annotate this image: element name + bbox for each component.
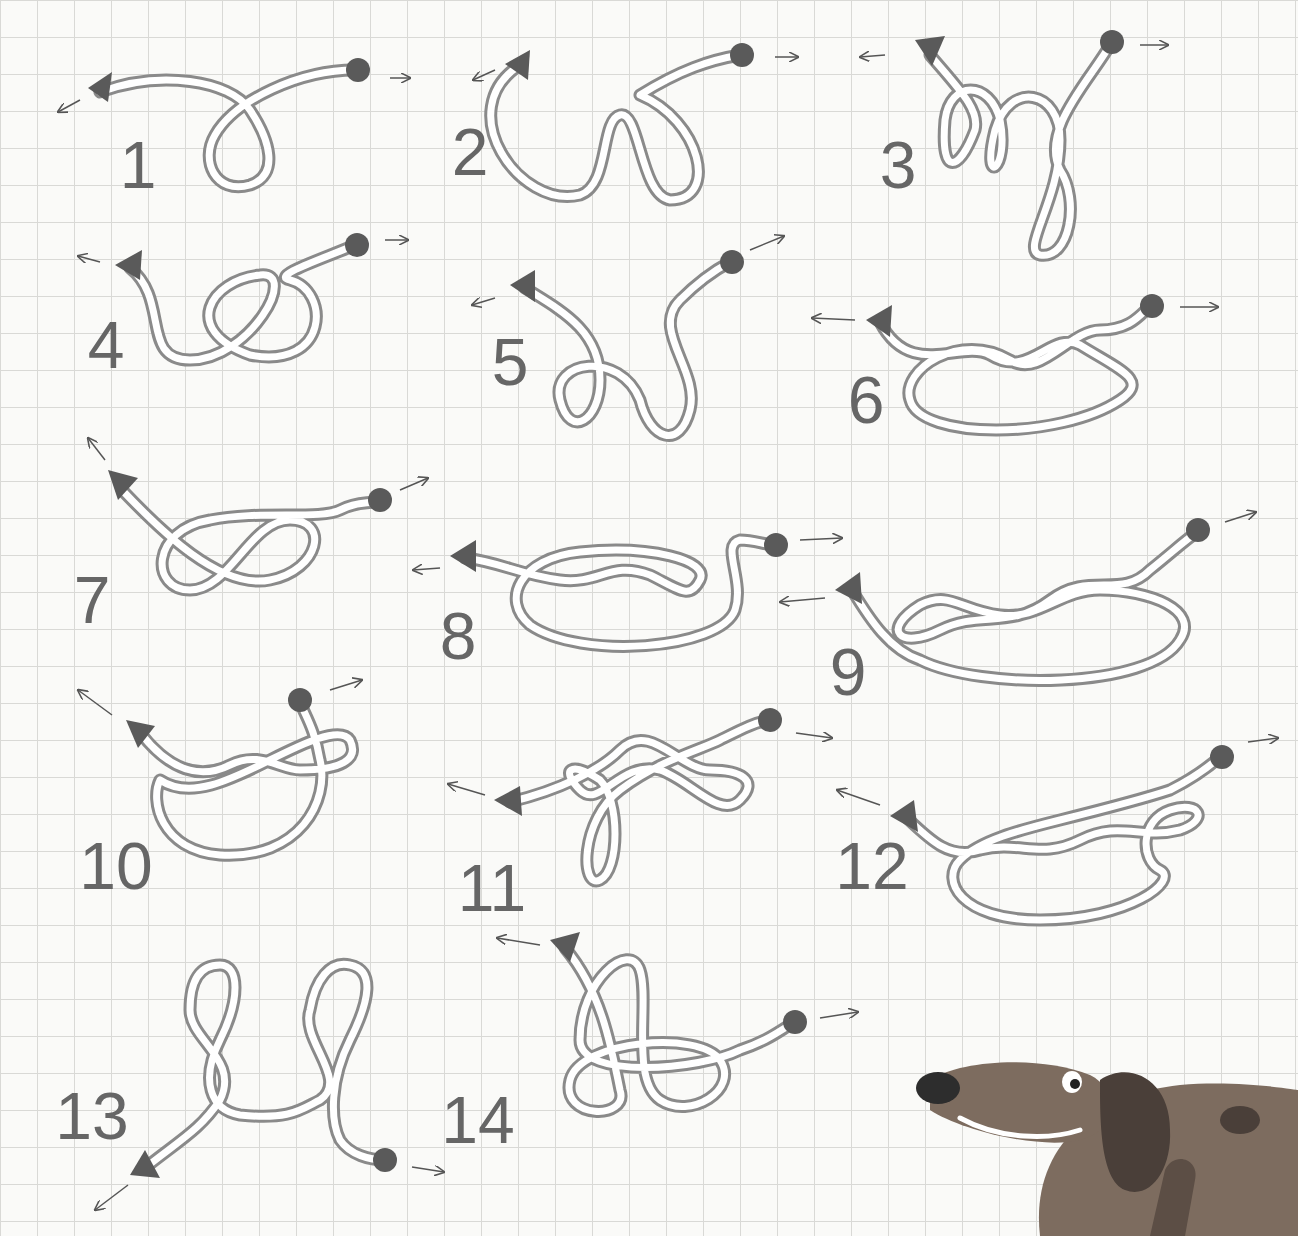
figure-number: 5 [492, 329, 529, 395]
figure-number: 6 [848, 367, 885, 433]
figure-number: 13 [55, 1083, 128, 1149]
figure-number: 10 [79, 833, 152, 899]
figure-number: 7 [74, 567, 111, 633]
figure-number: 2 [452, 119, 489, 185]
figure-number: 8 [440, 603, 477, 669]
figure-number: 11 [458, 855, 527, 921]
dog-illustration [916, 1062, 1298, 1236]
figure-number: 14 [441, 1087, 514, 1153]
figure-number: 4 [88, 312, 125, 378]
figure-number: 12 [835, 833, 908, 899]
figure-number: 9 [830, 639, 867, 705]
figure-number: 3 [880, 132, 917, 198]
figure-number: 1 [120, 132, 157, 198]
